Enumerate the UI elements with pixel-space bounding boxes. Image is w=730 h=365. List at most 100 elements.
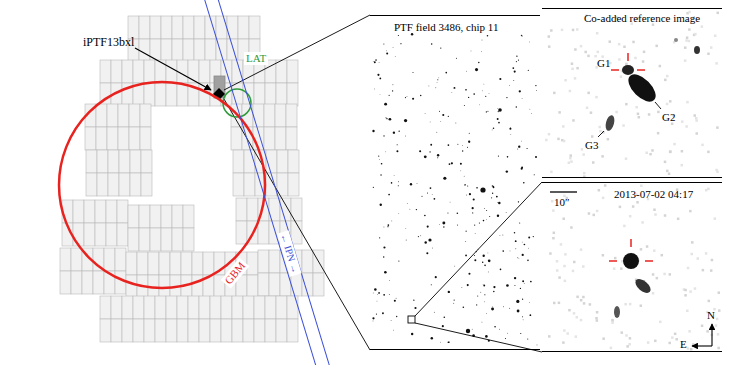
noise-pixel — [714, 217, 717, 220]
noise-pixel — [581, 148, 584, 151]
noise-pixel — [576, 67, 579, 70]
noise-pixel — [690, 348, 693, 351]
star — [424, 155, 427, 158]
star — [376, 300, 378, 302]
position-tick — [627, 53, 629, 61]
noise-pixel — [595, 96, 598, 99]
ccd-chip — [177, 83, 188, 106]
noise-pixel — [625, 157, 628, 160]
noise-pixel — [655, 45, 658, 48]
ccd-chip — [161, 205, 172, 228]
noise-pixel — [572, 119, 575, 122]
ccd-chip — [258, 221, 269, 244]
star — [435, 87, 437, 89]
ccd-chip — [276, 60, 287, 83]
noise-pixel — [591, 135, 594, 138]
noise-pixel — [564, 280, 567, 283]
ccd-chip — [181, 252, 192, 275]
noise-pixel — [610, 347, 613, 350]
star — [528, 70, 529, 71]
noise-pixel — [596, 311, 599, 314]
star — [393, 175, 395, 177]
zoom-box — [408, 316, 415, 323]
ccd-chip — [188, 296, 199, 319]
ccd-chip — [194, 16, 205, 39]
star — [530, 281, 532, 283]
noise-pixel — [562, 341, 565, 344]
ccd-chip — [205, 16, 216, 39]
star — [522, 280, 524, 282]
star — [500, 268, 502, 270]
noise-pixel — [587, 92, 590, 95]
noise-pixel — [668, 172, 671, 175]
star — [519, 90, 521, 92]
star — [443, 226, 444, 227]
noise-pixel — [545, 139, 548, 142]
star — [534, 174, 535, 175]
ccd-chip — [275, 127, 286, 150]
noise-pixel — [618, 58, 621, 61]
noise-pixel — [564, 79, 567, 82]
star — [521, 35, 522, 36]
faint-source — [694, 46, 700, 54]
noise-pixel — [695, 117, 698, 120]
star — [521, 241, 523, 243]
star — [474, 259, 476, 261]
star — [482, 261, 484, 263]
galaxy-label: G3 — [585, 139, 598, 152]
star — [393, 329, 395, 331]
star — [404, 119, 407, 122]
star — [514, 71, 516, 73]
ccd-chip — [117, 200, 128, 223]
galaxy-label: G2 — [662, 111, 675, 124]
panel-title: Co-added reference image — [584, 12, 700, 25]
star — [416, 209, 417, 210]
star — [391, 220, 393, 222]
ccd-chip — [166, 319, 177, 342]
noise-pixel — [671, 336, 674, 339]
star — [499, 235, 501, 237]
ccd-chip — [192, 275, 203, 298]
instrument-label: GBM — [221, 258, 249, 288]
noise-pixel — [569, 90, 572, 93]
ccd-chip — [155, 296, 166, 319]
ccd-chip — [108, 150, 119, 173]
noise-pixel — [659, 321, 662, 324]
star — [467, 147, 468, 148]
star — [457, 212, 459, 214]
noise-pixel — [602, 254, 605, 256]
noise-pixel — [666, 103, 669, 106]
star — [384, 271, 387, 274]
noise-pixel — [718, 291, 721, 294]
star — [484, 264, 486, 266]
star — [383, 294, 385, 296]
ccd-chip — [82, 271, 93, 294]
star — [518, 201, 519, 202]
noise-pixel — [574, 48, 577, 51]
reference-panel: Co-added reference imageG1G2G3 — [542, 8, 722, 178]
noise-pixel — [686, 101, 689, 104]
ccd-chip — [276, 319, 287, 342]
noise-pixel — [635, 106, 638, 109]
ccd-chip — [148, 252, 159, 275]
star — [435, 276, 437, 278]
ccd-chip — [221, 319, 232, 342]
star — [470, 50, 472, 52]
noise-pixel — [552, 209, 555, 212]
noise-pixel — [582, 265, 585, 268]
noise-pixel — [596, 32, 599, 35]
ccd-chip — [188, 319, 199, 342]
noise-pixel — [568, 161, 571, 164]
ccd-chip — [126, 275, 137, 298]
star — [463, 306, 465, 308]
star — [453, 302, 455, 304]
noise-pixel — [688, 330, 691, 333]
noise-pixel — [681, 164, 684, 167]
star — [515, 248, 517, 250]
ccd-chip — [276, 296, 287, 319]
noise-pixel — [697, 257, 700, 260]
compass-arrow — [711, 324, 712, 346]
star — [398, 261, 399, 262]
star — [396, 150, 398, 152]
noise-pixel — [634, 57, 637, 60]
